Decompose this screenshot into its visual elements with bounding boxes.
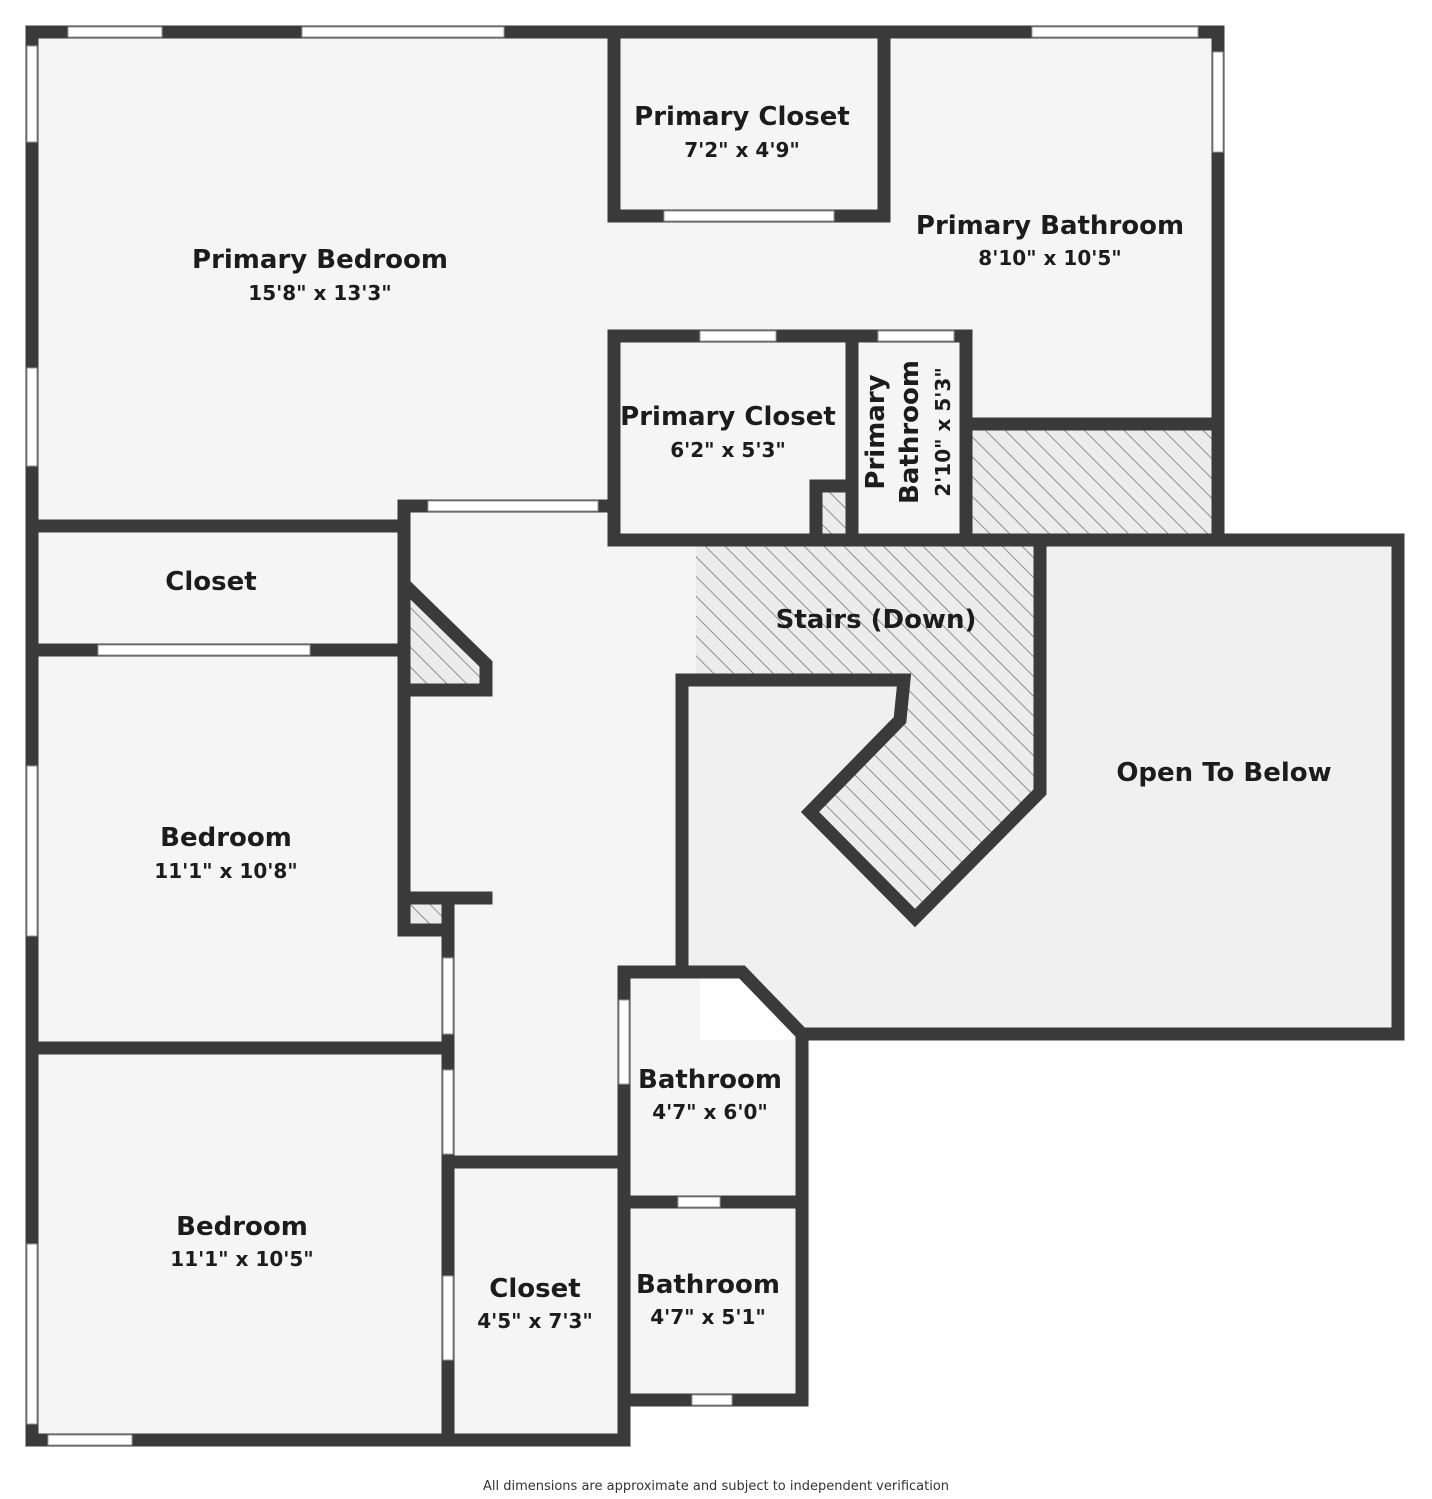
window: [26, 45, 38, 143]
doorway: [97, 644, 311, 656]
room-name-primary-closet-2: Primary Closet: [620, 402, 836, 432]
window: [301, 26, 505, 38]
primary-closet-2-walls: [607, 329, 973, 547]
room-name-primary-bedroom: Primary Bedroom: [192, 245, 448, 275]
open-to-below-wall: [675, 533, 1047, 979]
room-dims-bedroom-1: 11'1" x 10'8": [154, 859, 297, 883]
window: [26, 765, 38, 937]
disclaimer-footer: All dimensions are approximate and subje…: [483, 1479, 949, 1494]
stair-shaft-hatch: [968, 424, 1216, 538]
doorway: [442, 1069, 454, 1155]
room-name-primary-bathroom-small-line1: Primary: [861, 374, 891, 489]
doorway: [877, 330, 955, 342]
room-name-primary-closet-1: Primary Closet: [634, 102, 850, 132]
room-name-closet-2: Closet: [489, 1274, 580, 1304]
room-dims-primary-bathroom-small: 2'10" x 5'3": [931, 367, 955, 497]
room-name-open-to-below: Open To Below: [1116, 758, 1331, 788]
window: [1031, 26, 1199, 38]
stairs-hatch: [696, 540, 1040, 918]
doorway: [442, 957, 454, 1035]
room-dims-bathroom-2: 4'7" x 5'1": [650, 1305, 766, 1329]
floor-main-lower: [32, 520, 810, 1440]
doorway: [442, 1275, 454, 1361]
room-dims-primary-closet-2: 6'2" x 5'3": [670, 438, 786, 462]
room-name-primary-bathroom-small-line2: Bathroom: [895, 360, 925, 504]
room-name-stairs: Stairs (Down): [776, 605, 977, 635]
doorway: [618, 999, 630, 1085]
openings: [26, 26, 1224, 1446]
hatched-areas: [408, 424, 1216, 930]
room-name-closet-1: Closet: [165, 567, 256, 597]
room-dims-bedroom-2: 11'1" x 10'5": [170, 1247, 313, 1271]
room-name-bathroom-1: Bathroom: [638, 1065, 782, 1095]
window: [26, 1243, 38, 1425]
window: [691, 1394, 733, 1406]
room-name-bedroom-1: Bedroom: [160, 823, 292, 853]
doorway: [699, 330, 777, 342]
window: [1212, 51, 1224, 153]
doorway: [677, 1196, 721, 1208]
doorway: [427, 500, 599, 512]
doorway: [663, 210, 835, 222]
room-name-bathroom-2: Bathroom: [636, 1270, 780, 1300]
closet-niche-wall: [809, 479, 855, 547]
room-dims-closet-2: 4'5" x 7'3": [477, 1309, 593, 1333]
room-dims-bathroom-1: 4'7" x 6'0": [652, 1100, 768, 1124]
room-name-primary-bathroom: Primary Bathroom: [916, 211, 1184, 241]
room-name-bedroom-2: Bedroom: [176, 1212, 308, 1242]
room-dims-primary-bedroom: 15'8" x 13'3": [248, 281, 391, 305]
room-labels: Primary Bedroom 15'8" x 13'3" Primary Cl…: [154, 102, 1331, 1333]
room-dims-primary-bathroom: 8'10" x 10'5": [978, 246, 1121, 270]
window: [26, 367, 38, 467]
window: [67, 26, 163, 38]
window: [47, 1434, 133, 1446]
floor-areas: [32, 32, 1398, 1440]
hall-niche-wall: [398, 578, 493, 697]
room-dims-primary-closet-1: 7'2" x 4'9": [684, 138, 800, 162]
